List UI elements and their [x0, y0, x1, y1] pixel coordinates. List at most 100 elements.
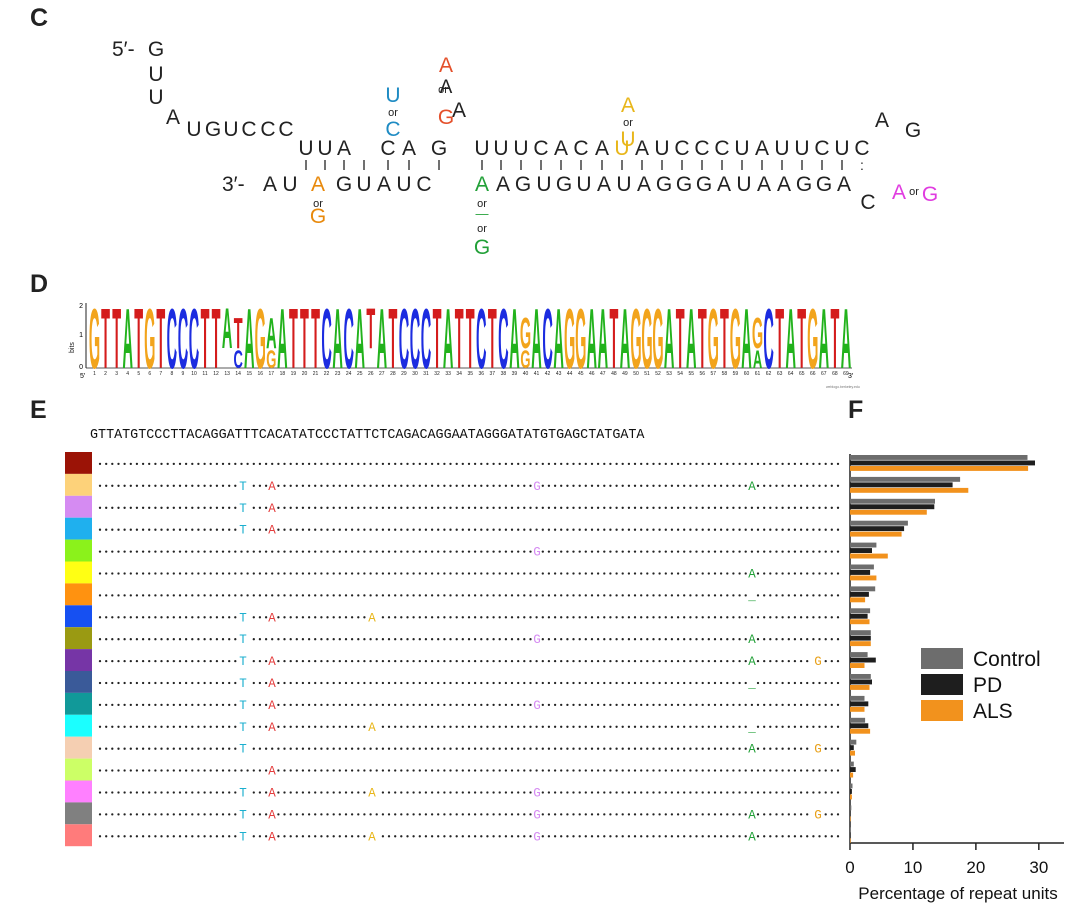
- alignment-dot: [172, 703, 175, 707]
- alignment-dot: [215, 550, 219, 553]
- alignment-dot: [234, 681, 237, 685]
- alignment-dot: [357, 550, 360, 553]
- alignment-dot: [375, 681, 378, 685]
- alignment-dot: [726, 681, 729, 685]
- alignment-dot: [695, 506, 698, 509]
- logo-letter: G: [641, 295, 652, 386]
- alignment-dot: [357, 791, 360, 794]
- alignment-dot: [363, 572, 366, 575]
- alignment-dot: [806, 813, 809, 816]
- alignment-dot: [701, 659, 704, 663]
- alignment-dot: [781, 594, 784, 597]
- alignment-dot: [738, 616, 741, 619]
- alignment-dot: [627, 462, 631, 466]
- alignment-dot: [437, 594, 440, 597]
- alignment-dot: [529, 835, 532, 838]
- alignment-dot: [221, 835, 225, 838]
- alignment-dot: [652, 594, 655, 597]
- alignment-dot: [105, 769, 108, 772]
- alignment-dot: [719, 659, 723, 663]
- alignment-dot: [473, 462, 477, 466]
- alignment-dot: [615, 659, 618, 663]
- alignment-dot: [228, 528, 231, 531]
- alignment-dot: [603, 616, 606, 619]
- logo-five-prime: 5′: [80, 373, 86, 380]
- alignment-dot: [221, 484, 225, 487]
- alignment-dot: [578, 659, 581, 663]
- struct-top-base: U: [493, 137, 508, 160]
- alignment-dot: [105, 813, 108, 816]
- alignment-dot: [178, 506, 182, 509]
- alignment-dot: [683, 638, 686, 641]
- alignment-dot: [455, 572, 458, 575]
- alignment-dot: [824, 550, 827, 553]
- bar-pd: [850, 701, 869, 707]
- alignment-dot: [258, 594, 262, 597]
- alignment-dot: [615, 462, 618, 466]
- alignment-dot: [148, 462, 151, 466]
- alignment-dot: [719, 528, 723, 531]
- alignment-dot: [264, 659, 268, 663]
- alignment-dot: [689, 725, 692, 728]
- alignment-dot: [830, 638, 833, 641]
- alignment-dot: [381, 813, 385, 816]
- alignment-dot: [744, 484, 747, 487]
- alignment-dot: [154, 791, 157, 794]
- alignment-dot: [332, 594, 335, 597]
- alignment-dot: [369, 594, 372, 597]
- alignment-dot: [640, 813, 643, 816]
- alignment-dot: [437, 484, 440, 487]
- alignment-dot: [221, 725, 225, 728]
- alignment-dot: [584, 791, 587, 794]
- alignment-dot: [344, 550, 348, 553]
- alignment-dot: [350, 594, 354, 597]
- alignment-dot: [830, 484, 833, 487]
- alignment-dot: [141, 813, 145, 816]
- alignment-dot: [621, 484, 624, 487]
- alignment-dot: [646, 703, 649, 707]
- alignment-dot: [836, 572, 840, 575]
- alignment-dot: [209, 462, 212, 466]
- struct-bottom-base: U: [536, 173, 551, 196]
- alignment-dot: [726, 528, 729, 531]
- alignment-dot: [504, 594, 508, 597]
- alignment-dot: [369, 659, 372, 663]
- alignment-dot: [467, 725, 471, 728]
- alignment-dot: [406, 638, 409, 641]
- alignment-dot: [775, 594, 778, 597]
- alignment-dot: [283, 681, 286, 685]
- alignment-dot: [400, 462, 403, 466]
- alignment-dot: [707, 638, 710, 641]
- alignment-dot: [830, 550, 833, 553]
- alignment-dot: [320, 528, 323, 531]
- alignment-dot: [357, 462, 360, 466]
- alignment-dot: [750, 616, 754, 619]
- alignment-dot: [178, 462, 182, 466]
- alignment-dot: [560, 594, 563, 597]
- alignment-dot: [763, 506, 766, 509]
- alignment-dot: [763, 616, 766, 619]
- alignment-dot: [301, 725, 305, 728]
- alignment-dot: [836, 550, 840, 553]
- alignment-dot: [344, 506, 348, 509]
- alignment-dot: [307, 681, 311, 685]
- alignment-dot: [400, 638, 403, 641]
- alignment-dot: [769, 594, 772, 597]
- alignment-dot: [363, 506, 366, 509]
- alignment-dot: [461, 681, 464, 685]
- alignment-dot: [664, 791, 667, 794]
- alignment-dot: [627, 616, 631, 619]
- alignment-dot: [449, 835, 452, 838]
- alignment-dot: [560, 791, 563, 794]
- alignment-dot: [523, 681, 526, 685]
- struct-bottom-base: G: [676, 173, 692, 196]
- alignment-dot: [363, 594, 366, 597]
- alignment-dot: [135, 572, 139, 575]
- alignment-dot: [787, 572, 790, 575]
- alignment-dot: [277, 791, 280, 794]
- alignment-dot: [695, 638, 698, 641]
- alignment-dot: [658, 791, 661, 794]
- alignment-dot: [652, 638, 655, 641]
- alignment-dot: [307, 550, 311, 553]
- alignment-dot: [633, 703, 637, 707]
